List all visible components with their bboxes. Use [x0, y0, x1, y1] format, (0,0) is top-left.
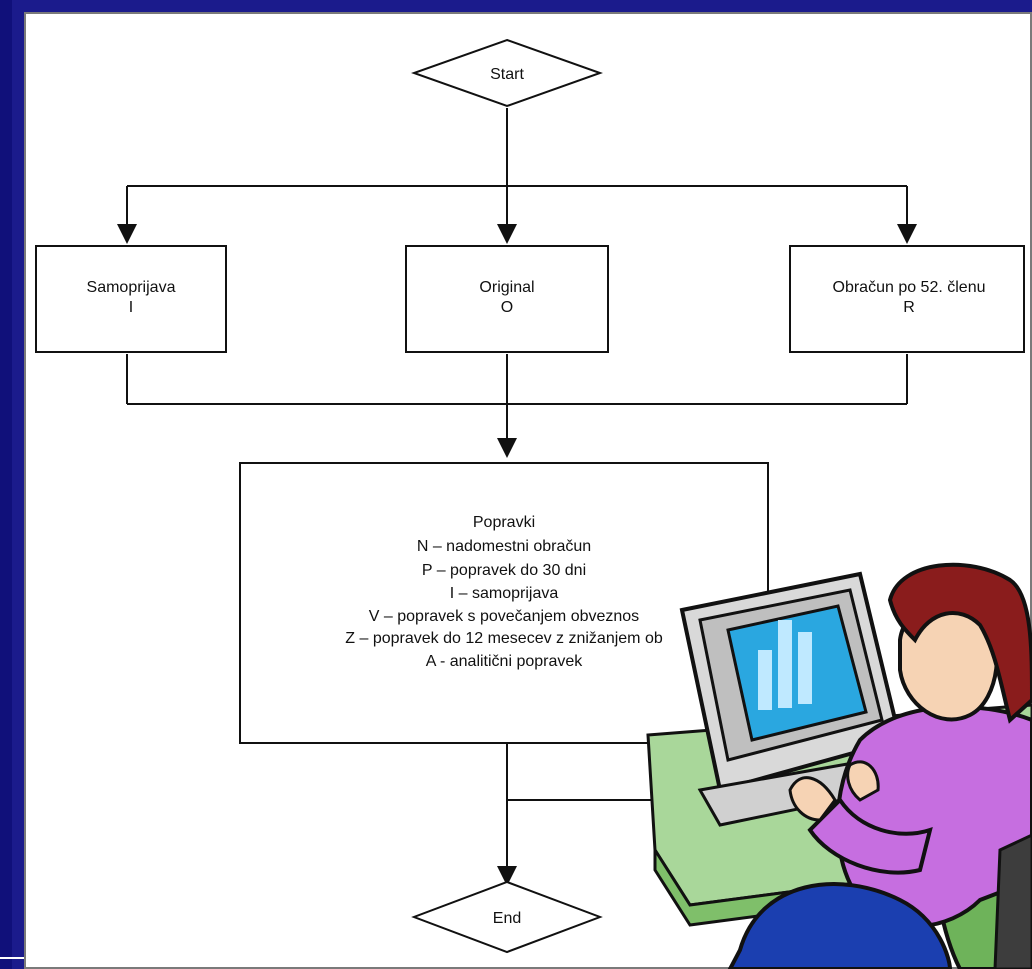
popravki-line: A - analitični popravek — [426, 653, 584, 670]
obracun-code: R — [903, 299, 915, 316]
popravki-box: Popravki N – nadomestni obračun P – popr… — [239, 462, 769, 744]
connector-lines — [117, 108, 917, 886]
woman-at-computer-clipart — [646, 562, 1032, 969]
popravki-line: V – popravek s povečanjem obveznos — [369, 608, 639, 625]
divider-line — [0, 957, 24, 959]
popravki-line: I – samoprijava — [450, 585, 559, 602]
end-label: End — [493, 910, 521, 927]
samoprijava-box: Samoprijava I — [35, 245, 227, 353]
original-code: O — [501, 299, 513, 316]
end-node: End — [411, 880, 603, 954]
obracun-label: Obračun po 52. členu — [833, 279, 986, 296]
start-label: Start — [490, 66, 524, 83]
obracun-box: Obračun po 52. členu R — [789, 245, 1025, 353]
popravki-title: Popravki — [473, 514, 535, 531]
popravki-line: P – popravek do 30 dni — [422, 562, 586, 579]
samoprijava-label: Samoprijava — [87, 279, 176, 296]
popravki-line: Z – popravek do 12 mesecev z znižanjem o… — [345, 630, 663, 647]
original-label: Original — [479, 279, 534, 296]
original-box: Original O — [405, 245, 609, 353]
start-node: Start — [411, 38, 603, 108]
sidebar-stripe — [0, 0, 12, 969]
popravki-line: N – nadomestni obračun — [417, 538, 591, 555]
samoprijava-code: I — [129, 299, 133, 316]
